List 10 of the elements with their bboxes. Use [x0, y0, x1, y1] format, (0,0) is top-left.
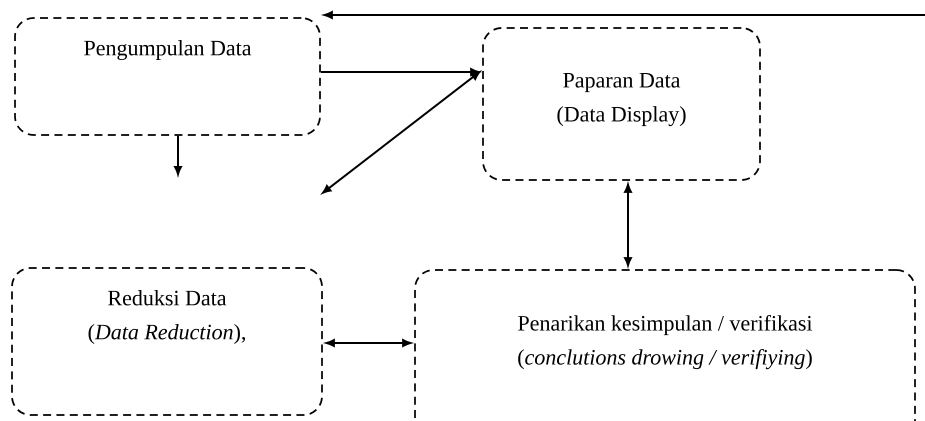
arrow [324, 11, 925, 19]
process-box: Reduksi Data (Data Reduction), [11, 267, 323, 416]
arrow [322, 71, 480, 194]
process-box: Paparan Data (Data Display) [482, 27, 761, 181]
arrow [320, 68, 480, 76]
arrow [624, 184, 632, 266]
process-box: Penarikan kesimpulan / verifikasi (conclutions drowing / verifiying) [414, 269, 916, 421]
process-box: Pengumpulan Data [14, 17, 321, 136]
arrow [326, 339, 412, 347]
arrow [174, 136, 182, 176]
